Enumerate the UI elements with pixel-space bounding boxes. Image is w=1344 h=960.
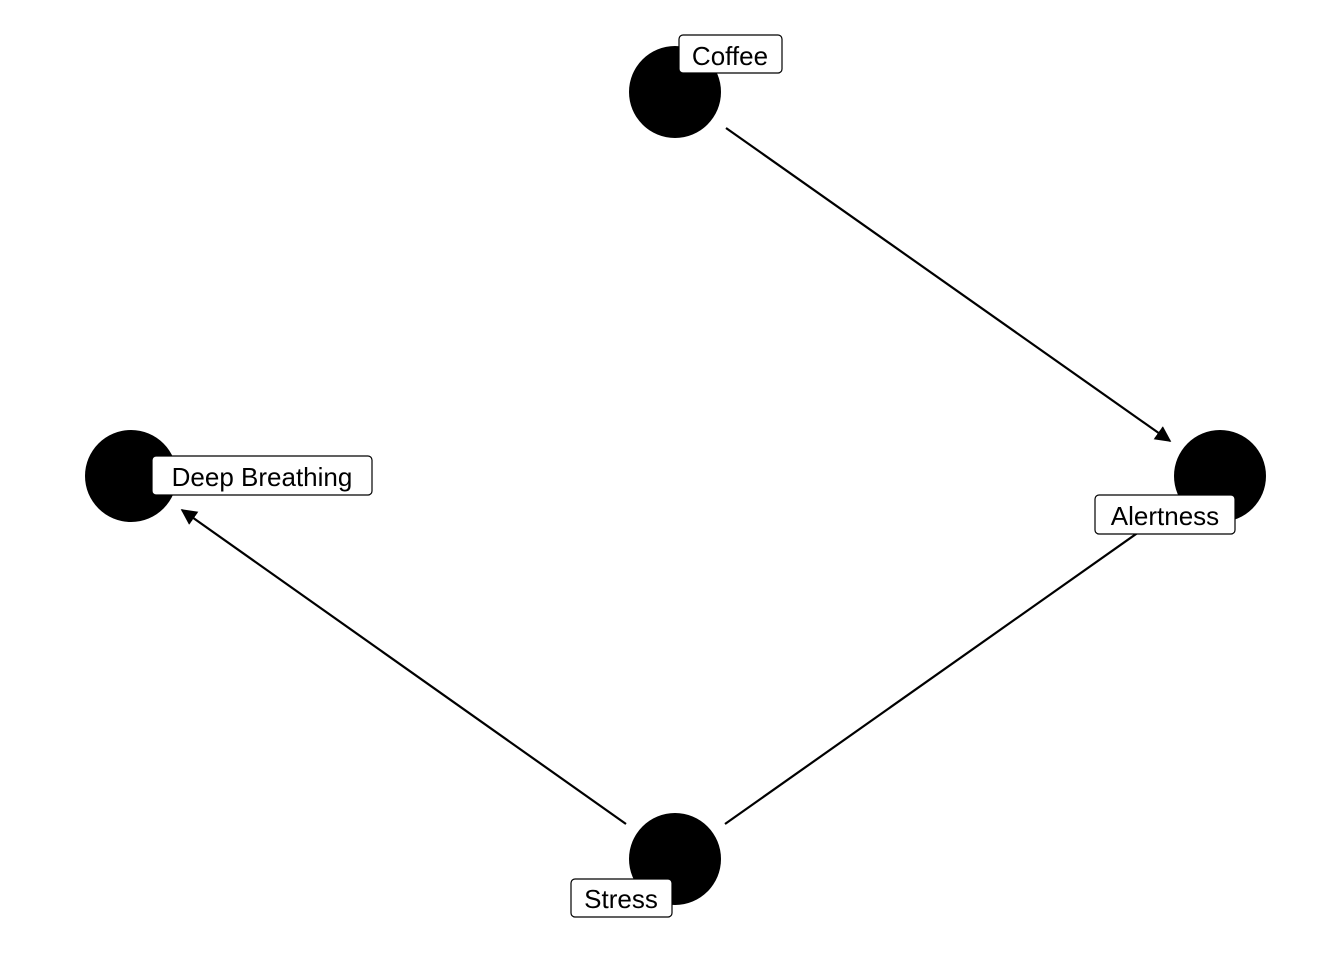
label-box-coffee	[678, 34, 783, 74]
edge-coffee-to-alertness	[725, 127, 1172, 442]
label-coffee: Coffee	[678, 34, 783, 74]
label-alertness: Alertness	[1094, 494, 1236, 535]
node-deep-breathing[interactable]	[85, 430, 177, 522]
label-text-deep-breathing: Deep Breathing	[172, 462, 353, 492]
edges	[180, 127, 1172, 825]
labels: Coffee Alertness Stress Deep Breathing	[151, 34, 1236, 918]
label-box-deep-breathing	[151, 455, 373, 496]
label-text-alertness: Alertness	[1111, 501, 1219, 531]
label-stress: Stress	[570, 878, 673, 918]
nodes	[85, 46, 1266, 905]
label-deep-breathing: Deep Breathing	[151, 455, 373, 496]
label-text-stress: Stress	[584, 884, 658, 914]
label-box-stress	[570, 878, 673, 918]
label-box-alertness	[1094, 494, 1236, 535]
edge-stress-to-deep-breathing	[180, 509, 627, 825]
edge-stress-alertness	[724, 509, 1171, 825]
label-text-coffee: Coffee	[692, 41, 768, 71]
